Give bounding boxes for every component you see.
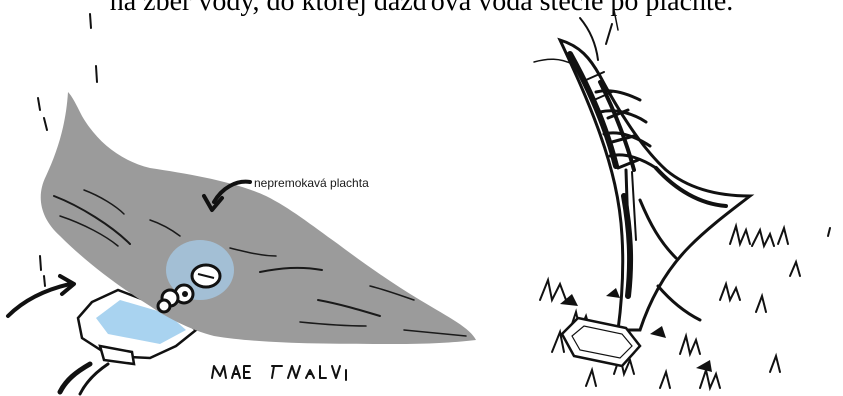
- right-illustration: [534, 10, 830, 388]
- left-illustration: [8, 14, 476, 394]
- signature-drawing: [212, 366, 346, 380]
- tarp-label: nepremokavá plachta: [254, 176, 369, 190]
- container-arrow-icon: [8, 276, 74, 316]
